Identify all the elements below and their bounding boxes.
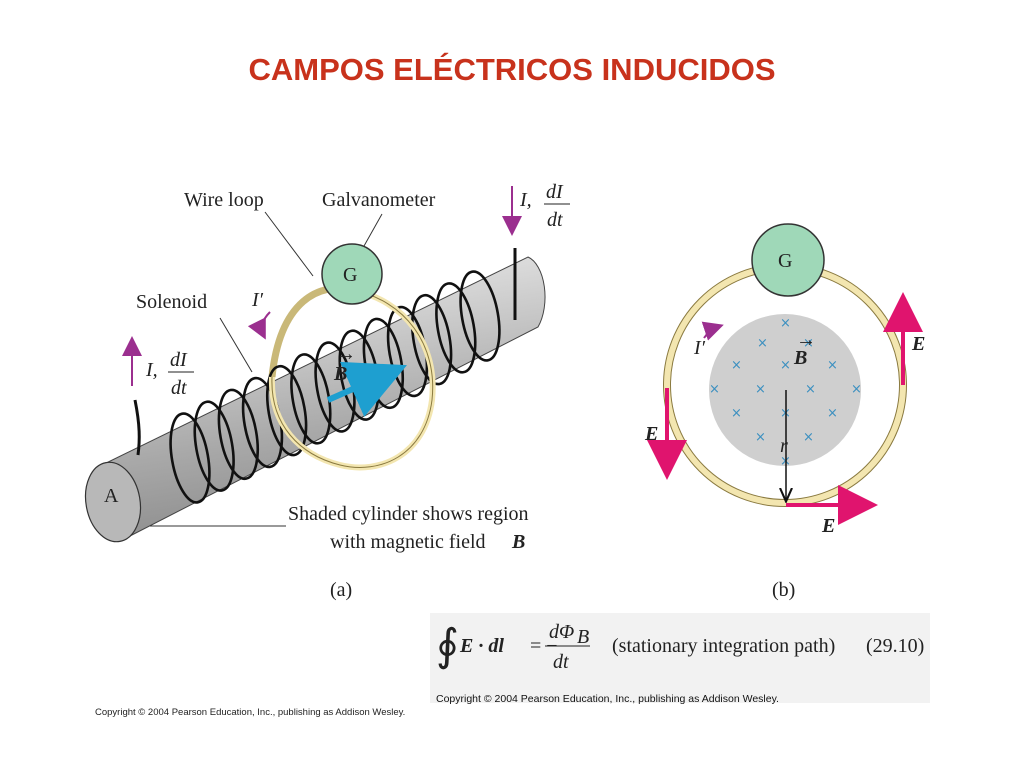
induced-current-label-b: I′ — [693, 337, 706, 359]
e-label-left: E — [644, 423, 658, 445]
galvanometer — [321, 243, 383, 305]
induced-current-arrow-b — [701, 321, 724, 341]
galvanometer-b — [751, 223, 825, 297]
equation: ∮ E · dl = − dΦ B dt (stationary integra… — [436, 620, 924, 673]
equation-lhs: E · dl — [459, 635, 504, 657]
galvanometer-leader — [363, 213, 383, 247]
equation-number: (29.10) — [866, 635, 924, 657]
field-cross: × — [757, 336, 768, 351]
page-title: CAMPOS ELÉCTRICOS INDUCIDOS — [248, 52, 776, 87]
wire-loop-leader — [264, 211, 314, 277]
coil-turn — [169, 412, 211, 504]
galvanometer-text: Galvanometer — [322, 189, 436, 211]
dI-right: dI — [546, 181, 564, 203]
e-label-bottom: E — [821, 515, 835, 537]
dt-right: dt — [547, 209, 563, 231]
dI-left: dI — [170, 349, 188, 371]
panel-label-b: (b) — [772, 579, 795, 601]
b-field-arrow — [326, 361, 407, 417]
cylinder-end-label: A — [104, 485, 119, 507]
equation-note: (stationary integration path) — [612, 635, 835, 657]
wire-loop-label: Wire loop — [184, 189, 264, 211]
wire-loop-outline — [271, 289, 434, 468]
field-cross: × — [731, 406, 742, 421]
field-cross: × — [780, 316, 791, 331]
field-cross: × — [805, 382, 816, 397]
coil-turn — [435, 282, 477, 374]
equation-num-sub: B — [577, 626, 589, 648]
induced-current-label: I′ — [251, 289, 264, 311]
solenoid-label: Solenoid — [136, 291, 207, 313]
coil-turn — [459, 270, 501, 362]
dt-left: dt — [171, 377, 187, 399]
integral-sign: ∮ — [436, 620, 459, 671]
cylinder-end-cap — [84, 461, 142, 543]
galvanometer-label: G — [343, 264, 357, 286]
caption-b: B — [511, 531, 525, 553]
coil-turn — [193, 400, 235, 492]
equation-num: dΦ — [549, 621, 574, 643]
figure-b: ×××××××××××××××× G B → r I′ E E E (b) — [644, 223, 925, 601]
equation-equals: = − — [530, 635, 558, 657]
field-cross: × — [755, 430, 766, 445]
field-cross: × — [709, 382, 720, 397]
b-field-label: B — [333, 363, 347, 385]
field-cross: × — [803, 430, 814, 445]
solenoid-leader — [219, 317, 253, 373]
caption-line2: with magnetic field — [330, 531, 486, 553]
field-cross: × — [851, 382, 862, 397]
b-vector-mark: → — [336, 343, 356, 365]
lead-wire-left — [133, 399, 141, 456]
current-label-left: I, — [145, 359, 158, 381]
equation-copyright: Copyright © 2004 Pearson Education, Inc.… — [436, 693, 779, 705]
field-cross: × — [731, 358, 742, 373]
radius-label: r — [780, 435, 788, 457]
equation-den: dt — [553, 651, 569, 673]
field-cross: × — [755, 382, 766, 397]
coil-turn — [410, 293, 453, 386]
coil-turn — [217, 388, 260, 481]
b-vector-mark-b: → — [796, 329, 816, 351]
equation-box — [430, 613, 930, 703]
panel-label-a: (a) — [330, 579, 352, 601]
current-label-right: I, — [519, 189, 532, 211]
induced-current-arrow — [247, 311, 271, 340]
field-cross: × — [803, 336, 814, 351]
b-label-b: B — [793, 347, 807, 369]
page-copyright: Copyright © 2004 Pearson Education, Inc.… — [95, 707, 406, 718]
field-cross: × — [827, 358, 838, 373]
coil-turn — [290, 353, 332, 445]
field-region — [709, 314, 861, 466]
field-cross: × — [827, 406, 838, 421]
coil-turn — [265, 364, 308, 457]
e-label-right: E — [911, 333, 925, 355]
field-cross: × — [780, 358, 791, 373]
figure-a: A B → G Wire loop Galvanometer Solenoid … — [84, 181, 570, 601]
caption-line1: Shaded cylinder shows region — [288, 503, 529, 525]
galvanometer-b-label: G — [778, 250, 792, 272]
